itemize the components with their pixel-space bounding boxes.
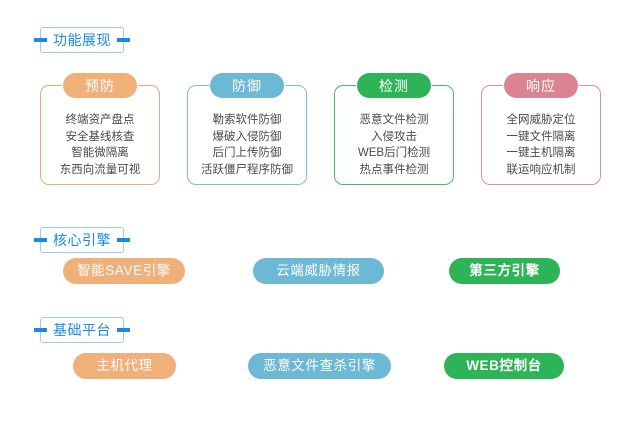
section-heading-platform: 基础平台 [34, 317, 130, 343]
platform-capsule-host-agent[interactable]: 主机代理 [73, 353, 176, 379]
feature-item: 安全基线核查 [65, 130, 135, 143]
engine-capsule-label: 云端威胁情报 [276, 263, 361, 279]
feature-item: 一键文件隔离 [506, 130, 576, 143]
dash-left-icon [34, 38, 47, 42]
section-heading-label: 基础平台 [53, 322, 111, 338]
feature-box-prevention[interactable]: 预防 终端资产盘点 安全基线核查 智能微隔离 东西向流量可视 [40, 73, 160, 185]
feature-item: 入侵攻击 [371, 130, 417, 143]
feature-box-title: 防御 [232, 77, 262, 94]
section-heading-frame: 基础平台 [34, 317, 130, 343]
engine-capsule-label: 第三方引擎 [469, 263, 540, 279]
feature-item: 联运响应机制 [506, 163, 576, 176]
section-heading-frame: 核心引擎 [34, 227, 130, 253]
feature-item: 一键主机隔离 [506, 147, 576, 159]
feature-box-title-pill: 防御 [210, 73, 284, 98]
engine-capsule-label: 智能SAVE引擎 [77, 263, 171, 279]
feature-box-title: 检测 [379, 77, 409, 94]
section-heading-features: 功能展现 [34, 27, 130, 53]
engine-capsule-threat-intel[interactable]: 云端威胁情报 [253, 258, 384, 284]
feature-box-detection[interactable]: 检测 恶意文件检测 入侵攻击 WEB后门检测 热点事件检测 [334, 73, 454, 185]
feature-item: 爆破入侵防御 [212, 130, 282, 143]
feature-item: WEB后门检测 [357, 147, 431, 159]
feature-item: 全网威胁定位 [506, 114, 576, 126]
feature-item-list: 全网威胁定位 一键文件隔离 一键主机隔离 联运响应机制 [482, 112, 600, 178]
section-heading-label: 核心引擎 [53, 232, 111, 248]
feature-item-list: 勒索软件防御 爆破入侵防御 后门上传防御 活跃僵尸程序防御 [188, 112, 306, 178]
feature-box-title-pill: 响应 [504, 73, 578, 98]
platform-capsule-label: WEB控制台 [466, 358, 542, 374]
dash-right-icon [117, 38, 130, 42]
feature-item: 智能微隔离 [71, 147, 129, 159]
platform-capsule-web-console[interactable]: WEB控制台 [444, 353, 564, 379]
dash-right-icon [117, 238, 130, 242]
feature-box-title-pill: 预防 [63, 73, 137, 98]
platform-capsule-label: 恶意文件查杀引擎 [263, 358, 376, 374]
feature-box-title: 响应 [526, 77, 556, 94]
feature-item: 活跃僵尸程序防御 [201, 163, 293, 176]
feature-box-title-pill: 检测 [357, 73, 431, 98]
feature-box-response[interactable]: 响应 全网威胁定位 一键文件隔离 一键主机隔离 联运响应机制 [481, 73, 601, 185]
feature-item: 东西向流量可视 [59, 163, 141, 176]
dash-left-icon [34, 238, 47, 242]
dash-left-icon [34, 328, 47, 332]
section-heading-frame: 功能展现 [34, 27, 130, 53]
dash-right-icon [117, 328, 130, 332]
section-heading-engines: 核心引擎 [34, 227, 130, 253]
feature-item: 恶意文件检测 [359, 114, 429, 126]
feature-item: 热点事件检测 [359, 163, 429, 176]
feature-item: 终端资产盘点 [65, 114, 135, 126]
feature-item: 后门上传防御 [212, 147, 282, 159]
platform-capsule-malware-scanner[interactable]: 恶意文件查杀引擎 [248, 353, 391, 379]
section-heading-label: 功能展现 [53, 32, 111, 48]
engine-capsule-save[interactable]: 智能SAVE引擎 [63, 258, 185, 284]
feature-box-title: 预防 [85, 77, 115, 94]
feature-item-list: 恶意文件检测 入侵攻击 WEB后门检测 热点事件检测 [335, 112, 453, 178]
platform-capsule-label: 主机代理 [96, 358, 153, 374]
feature-box-defense[interactable]: 防御 勒索软件防御 爆破入侵防御 后门上传防御 活跃僵尸程序防御 [187, 73, 307, 185]
feature-item-list: 终端资产盘点 安全基线核查 智能微隔离 东西向流量可视 [41, 112, 159, 178]
engine-capsule-third-party[interactable]: 第三方引擎 [449, 258, 560, 284]
feature-item: 勒索软件防御 [212, 114, 282, 126]
